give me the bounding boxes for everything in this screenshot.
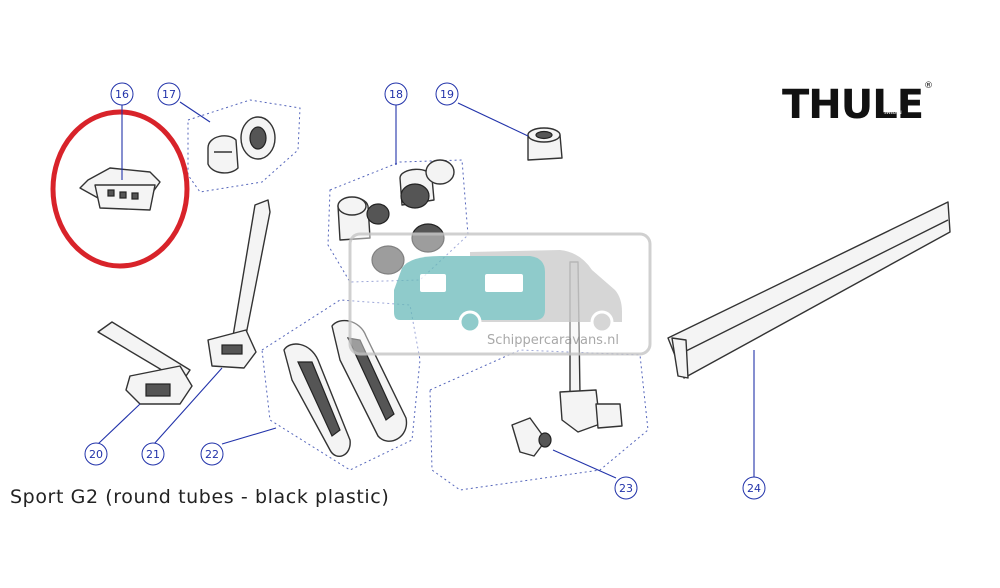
callout-label: 16 (115, 88, 129, 101)
callout-22[interactable]: 22 (200, 442, 224, 466)
logo-registered-mark: ® (924, 81, 933, 91)
part-24-rail[interactable] (667, 201, 951, 379)
highlight-ring (50, 109, 190, 269)
group-outline-17 (187, 99, 301, 193)
callout-label: 17 (162, 88, 176, 101)
leader-lines (97, 101, 755, 479)
callout-label: 23 (619, 482, 633, 495)
callout-label: 21 (146, 448, 160, 461)
callout-20[interactable]: 20 (84, 442, 108, 466)
callout-label: 24 (747, 482, 761, 495)
callout-24[interactable]: 24 (742, 476, 766, 500)
part-18-connector-set[interactable] (337, 159, 455, 275)
callout-23[interactable]: 23 (614, 476, 638, 500)
callout-label: 22 (205, 448, 219, 461)
callout-18[interactable]: 18 (384, 82, 408, 106)
callout-17[interactable]: 17 (157, 82, 181, 106)
part-21-arm[interactable] (207, 199, 271, 369)
callout-label: 19 (440, 88, 454, 101)
watermark: Schippercaravans.nl (348, 232, 652, 356)
group-outline-22 (261, 299, 421, 471)
callout-16[interactable]: 16 (110, 82, 134, 106)
part-22-jaws[interactable] (283, 319, 408, 458)
part-23-lock-arm[interactable] (511, 261, 623, 457)
callout-label: 18 (389, 88, 403, 101)
part-17-clamp-pair[interactable] (207, 116, 276, 174)
logo-text: THULE (782, 82, 923, 128)
group-outline-23 (429, 349, 649, 491)
callout-19[interactable]: 19 (435, 82, 459, 106)
callout-21[interactable]: 21 (141, 442, 165, 466)
watermark-text: Schippercaravans.nl (487, 333, 619, 348)
part-20-arm[interactable] (97, 321, 193, 405)
thule-logo: THULE ® SWEDEN (782, 81, 933, 128)
part-19-end-cap[interactable] (527, 127, 563, 161)
watermark-caravan-icon (394, 256, 545, 320)
part-16-clip[interactable] (79, 167, 161, 211)
logo-subtext: SWEDEN (884, 110, 902, 115)
callout-label: 20 (89, 448, 103, 461)
diagram-caption: Sport G2 (round tubes - black plastic) (10, 486, 389, 508)
